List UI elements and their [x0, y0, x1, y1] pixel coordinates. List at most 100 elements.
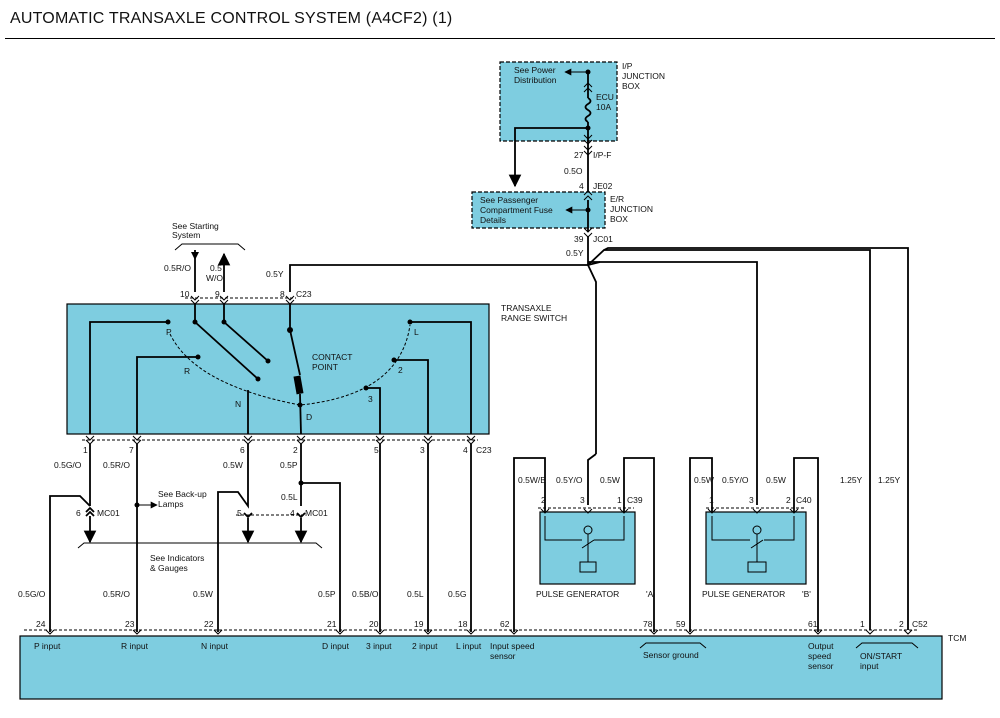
onstart-1: ON/START [860, 651, 902, 661]
tcm-pin-23: 23 [125, 619, 135, 629]
wire-to-pulse-a [587, 264, 597, 454]
pa-wire-3: 0.5W [600, 475, 620, 485]
tcm-box [19, 635, 943, 700]
mc01-wire-05l: 0.5L [281, 492, 298, 502]
pa-pin-2: 2 [541, 495, 546, 505]
contact-label-1: CONTACT [312, 352, 352, 362]
input-2: 2 input [412, 641, 438, 651]
tcm-pin-62: 62 [500, 619, 510, 629]
pos-n: N [235, 399, 241, 409]
pb-tag: 'B' [802, 589, 811, 599]
pa-pin-3: 3 [580, 495, 585, 505]
input-speed-1: Input speed [490, 641, 535, 651]
sw-pin-2: 2 [293, 445, 298, 455]
input-speed-2: sensor [490, 651, 516, 661]
tcm-pin-59: 59 [676, 619, 686, 629]
connector-je02 [583, 190, 593, 201]
switch-name-1: TRANSAXLE [501, 303, 552, 313]
ip-name-3: BOX [622, 81, 640, 91]
tcm-wire-1: 0.5G/O [18, 589, 46, 599]
sw-pin-6: 6 [240, 445, 245, 455]
wire-125y-2 [603, 247, 909, 630]
tcm-pin-20: 20 [369, 619, 379, 629]
page-title: AUTOMATIC TRANSAXLE CONTROL SYSTEM (A4CF… [10, 10, 453, 27]
input-3: 3 input [366, 641, 392, 651]
mc01-pin-6: 6 [76, 508, 81, 518]
title-bar [5, 4, 995, 39]
start-wire2-a: 0.5 [210, 263, 222, 273]
pos-r: R [184, 366, 190, 376]
starting-see-2: System [172, 230, 200, 240]
tcm-wire-3: 0.5W [193, 589, 213, 599]
start-pin-9: 9 [215, 289, 220, 299]
start-wire2-b: W/O [206, 273, 223, 283]
pulse-generator-a-internals [513, 457, 655, 632]
fuse-name: ECU [596, 92, 614, 102]
wire-05y-top-label: 0.5Y [566, 248, 584, 258]
tcm-pin-19: 19 [414, 619, 424, 629]
er-see-1: See Passenger [480, 195, 538, 205]
mc01-left: MC01 [97, 508, 120, 518]
tcm-pin-78: 78 [643, 619, 653, 629]
starting-see-1: See Starting [172, 221, 219, 231]
er-connector-top: JE02 [593, 181, 613, 191]
backup-see-1: See Back-up [158, 489, 207, 499]
er-name-3: BOX [610, 214, 628, 224]
ip-name-1: I/P [622, 61, 633, 71]
sw-pin-4: 4 [463, 445, 468, 455]
pa-wire-2: 0.5Y/O [556, 475, 583, 485]
sw-pin-1: 1 [83, 445, 88, 455]
pb-wire-3: 0.5W [766, 475, 786, 485]
pulse-generator-b-internals [689, 457, 819, 632]
sw-connector: C23 [476, 445, 492, 455]
mid-wire-1: 0.5G/O [54, 460, 82, 470]
pb-wire-1: 0.5W [694, 475, 714, 485]
er-pin-bottom: 39 [574, 234, 584, 244]
output-speed-1: Output [808, 641, 834, 651]
fuse-rating: 10A [596, 102, 611, 112]
er-name-2: JUNCTION [610, 204, 653, 214]
tcm-pin-2: 2 [899, 619, 904, 629]
mid-wire-4: 0.5P [280, 460, 298, 470]
pb-wire-2: 0.5Y/O [722, 475, 749, 485]
sw-pin-5: 5 [374, 445, 379, 455]
tcm-wire-7: 0.5G [448, 589, 466, 599]
contact-label-2: POINT [312, 362, 338, 372]
ip-name-2: JUNCTION [622, 71, 665, 81]
input-l: L input [456, 641, 482, 651]
wire-125y-1 [587, 249, 871, 630]
pa-tag: 'A' [646, 589, 655, 599]
input-d: D input [322, 641, 350, 651]
er-see-3: Details [480, 215, 506, 225]
connector-ipf [583, 145, 593, 156]
switch-name-2: RANGE SWITCH [501, 313, 567, 323]
wire-05y-to-switch [289, 264, 588, 292]
start-wire1: 0.5R/O [164, 263, 191, 273]
pulse-generator-b [705, 511, 807, 585]
tcm-pin-1: 1 [860, 619, 865, 629]
mc01-right: MC01 [305, 508, 328, 518]
ip-see-2: Distribution [514, 75, 557, 85]
tcm-pin-24: 24 [36, 619, 46, 629]
sensor-ground: Sensor ground [643, 650, 699, 660]
tcm-pin-22: 22 [204, 619, 214, 629]
pa-wire-1: 0.5W/B [518, 475, 546, 485]
ip-pin: 27 [574, 150, 584, 160]
mc01-pin-4: 4 [290, 508, 295, 518]
pb-pin-2: 2 [786, 495, 791, 505]
pos-l: L [414, 327, 419, 337]
tcm-pin-18: 18 [458, 619, 468, 629]
tcm-name: TCM [948, 633, 966, 643]
pos-3: 3 [368, 394, 373, 404]
tcm-wire-2: 0.5R/O [103, 589, 130, 599]
input-r: R input [121, 641, 149, 651]
tcm-connector: C52 [912, 619, 928, 629]
wire-to-pulse-b [587, 261, 758, 505]
ip-to-er-wire [508, 127, 588, 188]
pb-pin-1: 1 [709, 495, 714, 505]
pb-pin-3: 3 [749, 495, 754, 505]
ip-see-1: See Power [514, 65, 556, 75]
er-connector-bottom: JC01 [593, 234, 613, 244]
wire-05o-label: 0.5O [564, 166, 583, 176]
